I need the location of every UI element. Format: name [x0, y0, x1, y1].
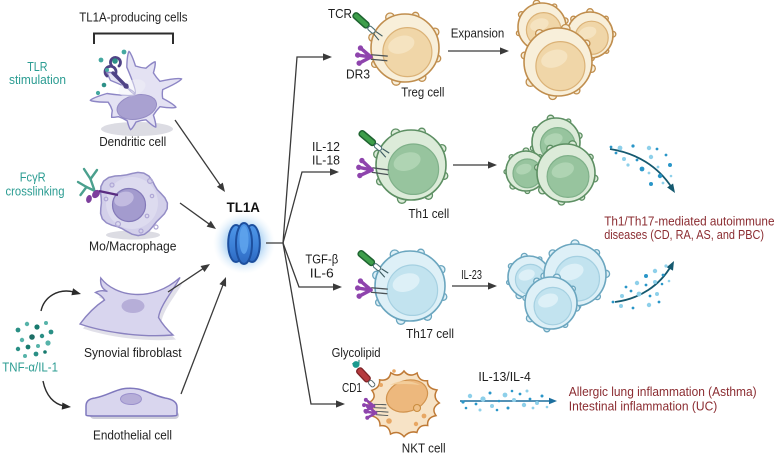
svg-text:IL-12: IL-12 [312, 140, 340, 154]
svg-text:diseases (CD, RA, AS, and PBC): diseases (CD, RA, AS, and PBC) [604, 228, 764, 242]
svg-text:TL1A-producing cells: TL1A-producing cells [79, 11, 187, 25]
svg-text:TGF-β: TGF-β [305, 253, 338, 267]
svg-text:Allergic lung inflammation (As: Allergic lung inflammation (Asthma) [569, 385, 757, 399]
svg-text:TLR: TLR [27, 60, 47, 74]
svg-text:IL-6: IL-6 [310, 267, 334, 281]
svg-text:Glycolipid: Glycolipid [332, 346, 381, 360]
svg-text:IL-23: IL-23 [461, 268, 482, 282]
svg-text:Th1 cell: Th1 cell [408, 207, 449, 221]
svg-text:CD1: CD1 [342, 381, 362, 395]
svg-text:Treg cell: Treg cell [401, 86, 444, 100]
svg-text:Dendritic cell: Dendritic cell [99, 135, 166, 149]
svg-text:NKT cell: NKT cell [402, 442, 446, 456]
svg-text:DR3: DR3 [346, 68, 370, 82]
svg-text:Mo/Macrophage: Mo/Macrophage [89, 240, 177, 254]
svg-text:crosslinking: crosslinking [6, 185, 65, 199]
svg-text:FcγR: FcγR [20, 171, 46, 185]
svg-text:TNF-α/IL-1: TNF-α/IL-1 [2, 361, 58, 375]
svg-text:IL-18: IL-18 [312, 154, 340, 168]
svg-text:Th1/Th17-mediated autoimmune: Th1/Th17-mediated autoimmune [604, 215, 774, 229]
svg-text:Intestinal inflammation (UC): Intestinal inflammation (UC) [569, 399, 718, 413]
svg-text:Endothelial cell: Endothelial cell [93, 429, 172, 443]
svg-text:TCR: TCR [328, 7, 352, 21]
svg-text:stimulation: stimulation [9, 73, 66, 87]
svg-text:IL-13/IL-4: IL-13/IL-4 [478, 370, 530, 384]
svg-text:Th17 cell: Th17 cell [406, 327, 454, 341]
svg-text:Synovial fibroblast: Synovial fibroblast [84, 346, 182, 360]
svg-text:Expansion: Expansion [451, 27, 505, 41]
